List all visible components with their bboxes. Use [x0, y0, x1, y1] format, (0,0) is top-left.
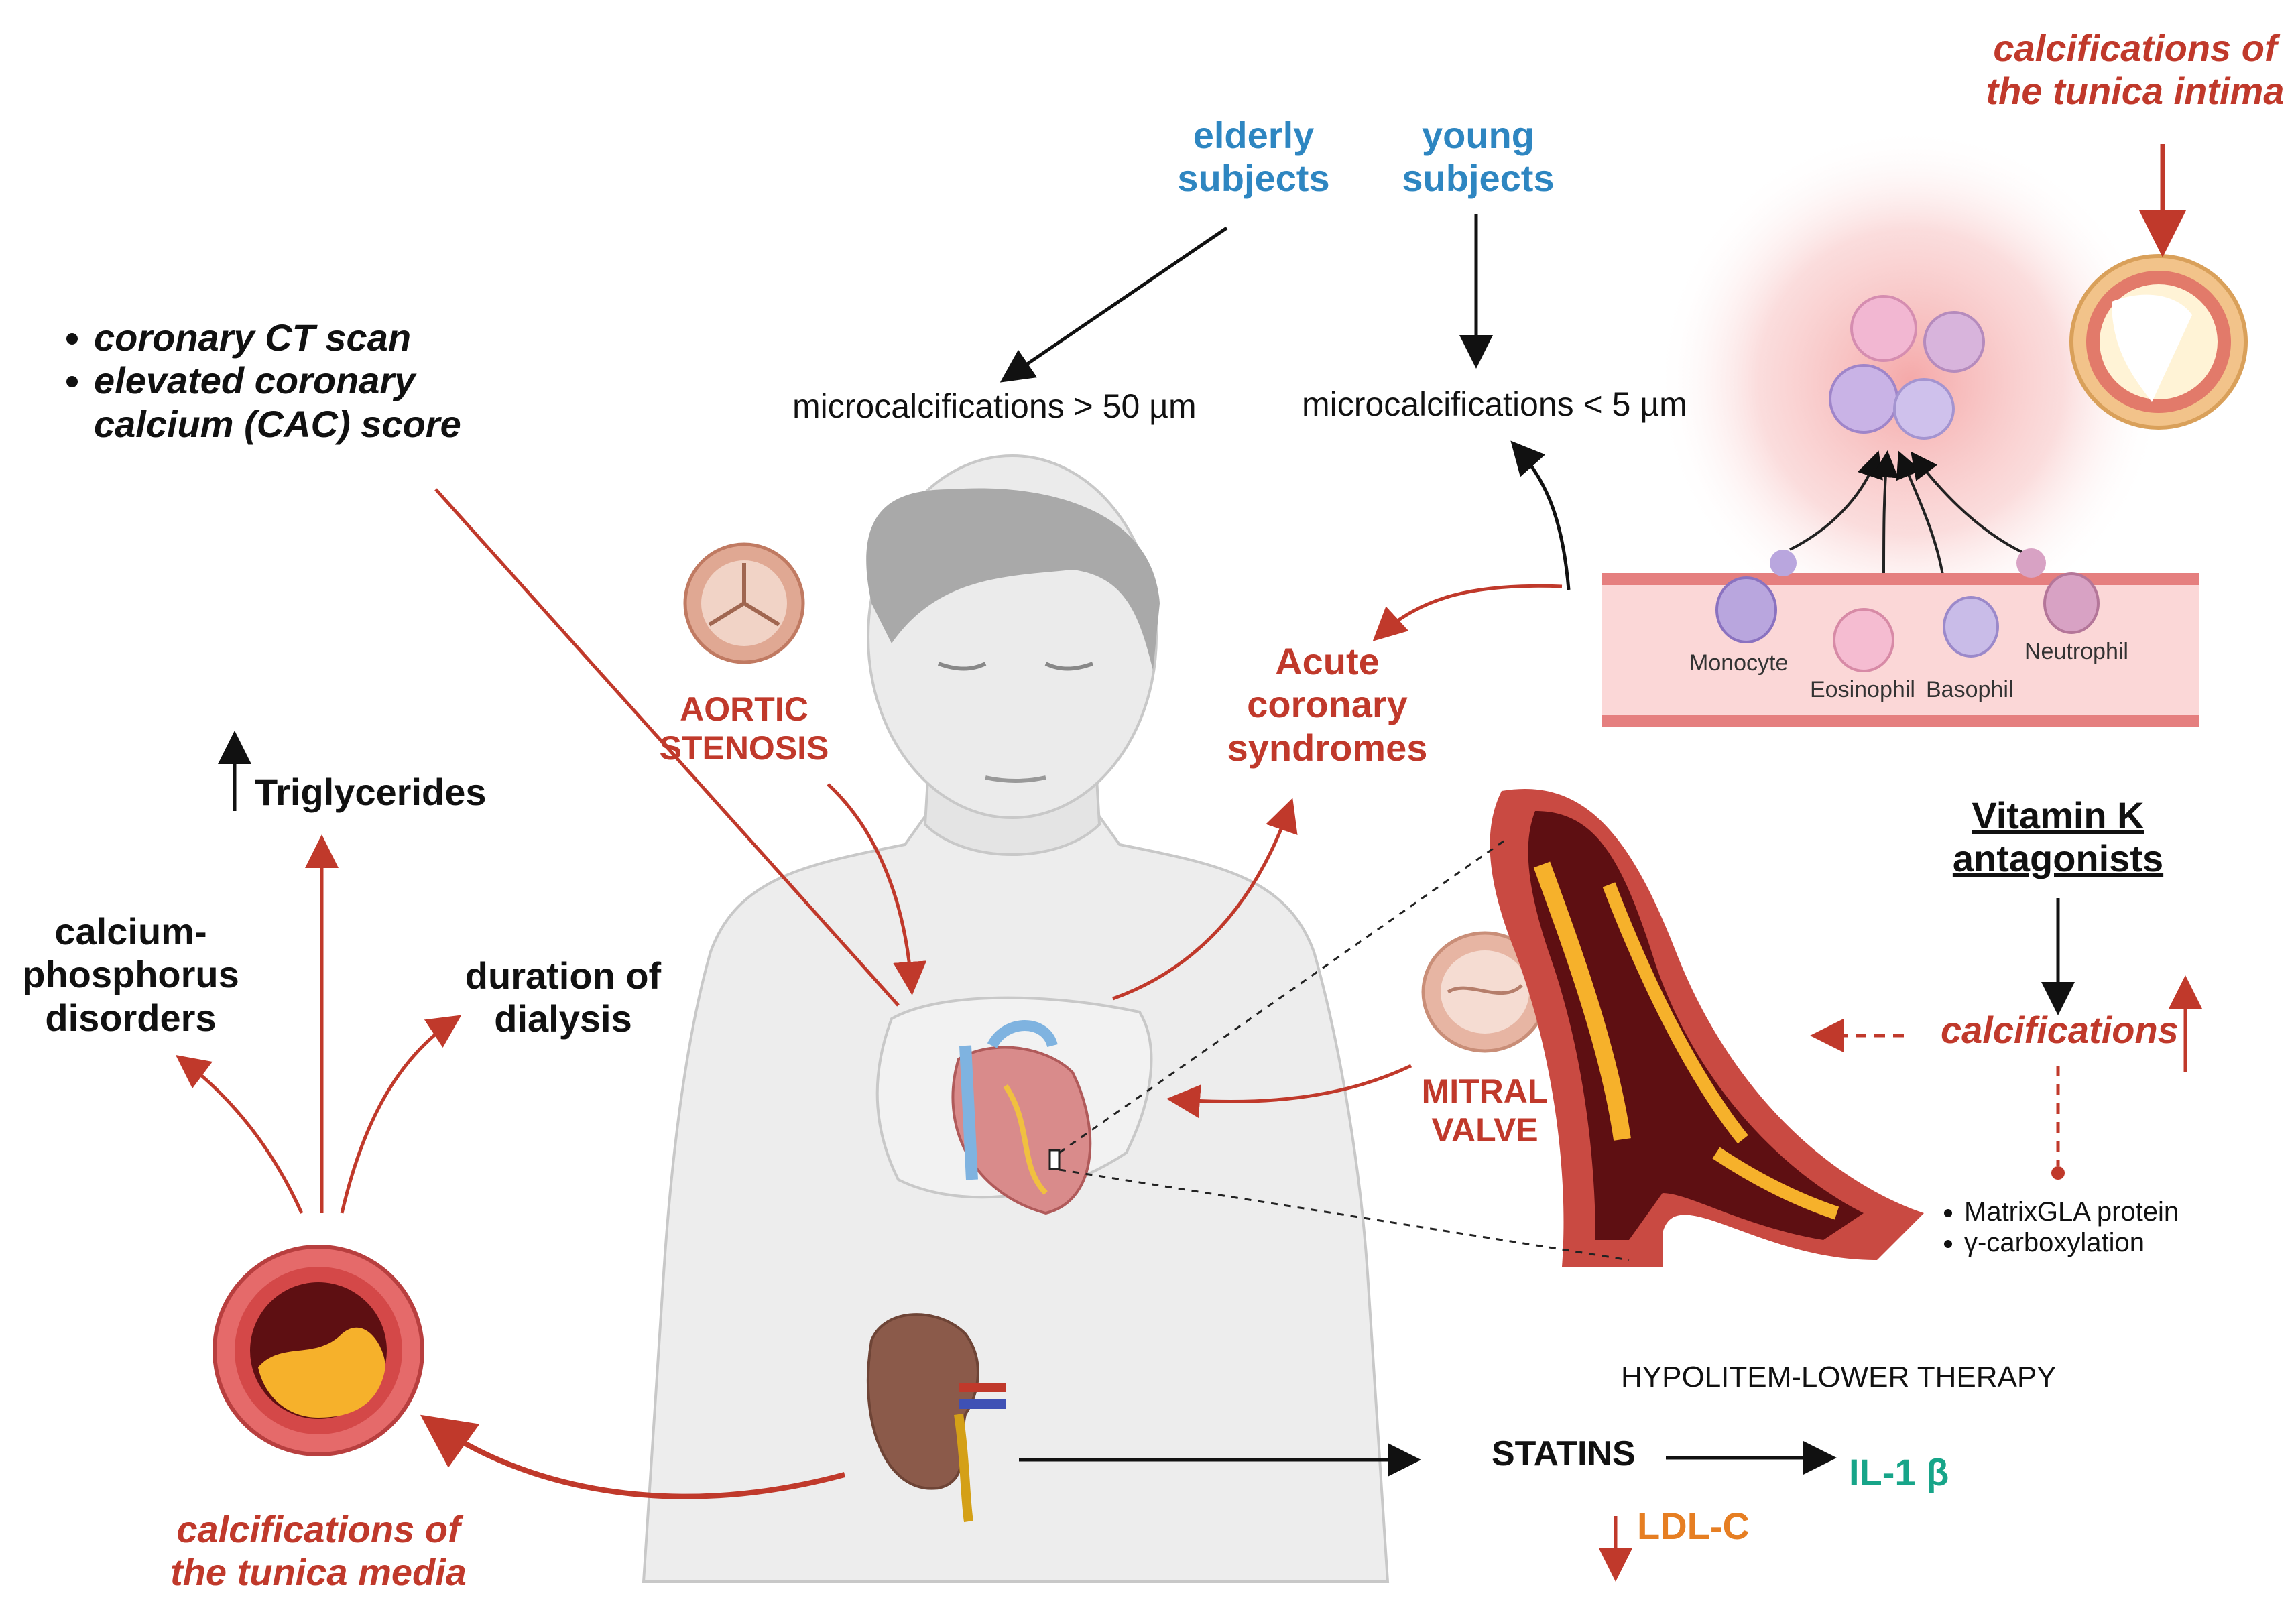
- mitral-valve-icon: [1421, 931, 1549, 1053]
- mouth: [985, 775, 1046, 783]
- il1b-label: IL-1 β: [1849, 1451, 1949, 1493]
- vitamin-k-antagonists-label: Vitamin K antagonists: [1952, 794, 2164, 880]
- kidney-illustration: [866, 1313, 1006, 1523]
- mitral-valve-label: MITRAL VALVE: [1421, 1072, 1549, 1149]
- media-to-dialysis-arrow: [340, 1015, 462, 1214]
- artery-cross-section-media: [213, 1245, 424, 1456]
- diagnostic-item-cac: elevated coronary calcium (CAC) score: [94, 359, 496, 446]
- microcalcifications-large-label: microcalcifications > 50 µm: [792, 387, 1197, 425]
- calcium-phosphorus-label: calcium-phosphorus disorders: [22, 910, 239, 1039]
- dashed-connectors: [1059, 836, 2065, 1261]
- leukocyte-migration-arrows: [1789, 450, 2032, 584]
- heart-illustration: [951, 1020, 1092, 1215]
- diagnostics-list: coronary CT scan elevated coronary calci…: [47, 316, 496, 446]
- basophil-label: Basophil: [1926, 677, 2014, 702]
- black-arrows: [218, 214, 2075, 1477]
- media-to-calcium-arrow: [176, 1054, 304, 1215]
- vitamin-k-effects-list: MatrixGLA protein γ-carboxylation: [1924, 1196, 2179, 1258]
- ct-to-heart-arrow: [434, 488, 900, 1007]
- statins-label: STATINS: [1492, 1434, 1636, 1473]
- inflammation-glow: [1656, 127, 2165, 637]
- matrixgla-item: MatrixGLA protein: [1964, 1196, 2179, 1227]
- neutrophil-label: Neutrophil: [2025, 639, 2128, 664]
- carboxylation-item: γ-carboxylation: [1964, 1227, 2179, 1258]
- atherosclerotic-vessel-zoom: [1490, 789, 1924, 1267]
- eosinophil-label: Eosinophil: [1810, 677, 1915, 702]
- elderly-subjects-label: elderly subjects: [1177, 114, 1330, 200]
- microcalcifications-small-label: microcalcifications < 5 µm: [1302, 385, 1687, 423]
- therapy-title: HYPOLITEM-LOWER THERAPY: [1621, 1361, 2057, 1393]
- young-subjects-label: young subjects: [1402, 114, 1555, 200]
- inhibition-dot: [2051, 1166, 2065, 1180]
- heart-to-acute-arrow: [1112, 798, 1298, 1001]
- triglycerides-label: Triglycerides: [255, 771, 487, 813]
- vessel-to-small-arrow: [1510, 440, 1571, 590]
- elderly-to-large-arrow: [1000, 226, 1228, 383]
- kidney-to-media-arrow: [420, 1414, 846, 1499]
- closed-eyes: [937, 662, 1094, 671]
- zoom-line-bottom: [1059, 1168, 1630, 1261]
- aortic-stenosis-label: AORTIC STENOSIS: [659, 690, 829, 767]
- ldl-c-label: LDL-C: [1637, 1505, 1750, 1547]
- aortic-valve-icon: [683, 542, 805, 664]
- monocyte-label: Monocyte: [1689, 650, 1789, 676]
- zoom-line-top: [1059, 836, 1509, 1154]
- calcifications-label: calcifications: [1941, 1009, 2179, 1051]
- hair-shape: [866, 488, 1160, 670]
- aortic-to-heart-arrow: [827, 783, 927, 995]
- intima-calcifications-label: calcifications of the tunica intima: [1986, 27, 2285, 113]
- dialysis-duration-label: duration of dialysis: [465, 954, 662, 1040]
- acute-coronary-syndromes-label: Acute coronary syndromes: [1227, 640, 1428, 769]
- red-arrows: [176, 144, 2202, 1582]
- vessel-to-acute-arrow: [1372, 584, 1563, 641]
- diagnostic-item-ct: coronary CT scan: [94, 316, 496, 359]
- media-calcifications-label: calcifications of the tunica media: [170, 1508, 467, 1594]
- artery-cross-section-intima: [2069, 254, 2248, 430]
- blood-vessel-illustration: [1602, 548, 2199, 727]
- mitral-to-heart-arrow: [1166, 1064, 1412, 1118]
